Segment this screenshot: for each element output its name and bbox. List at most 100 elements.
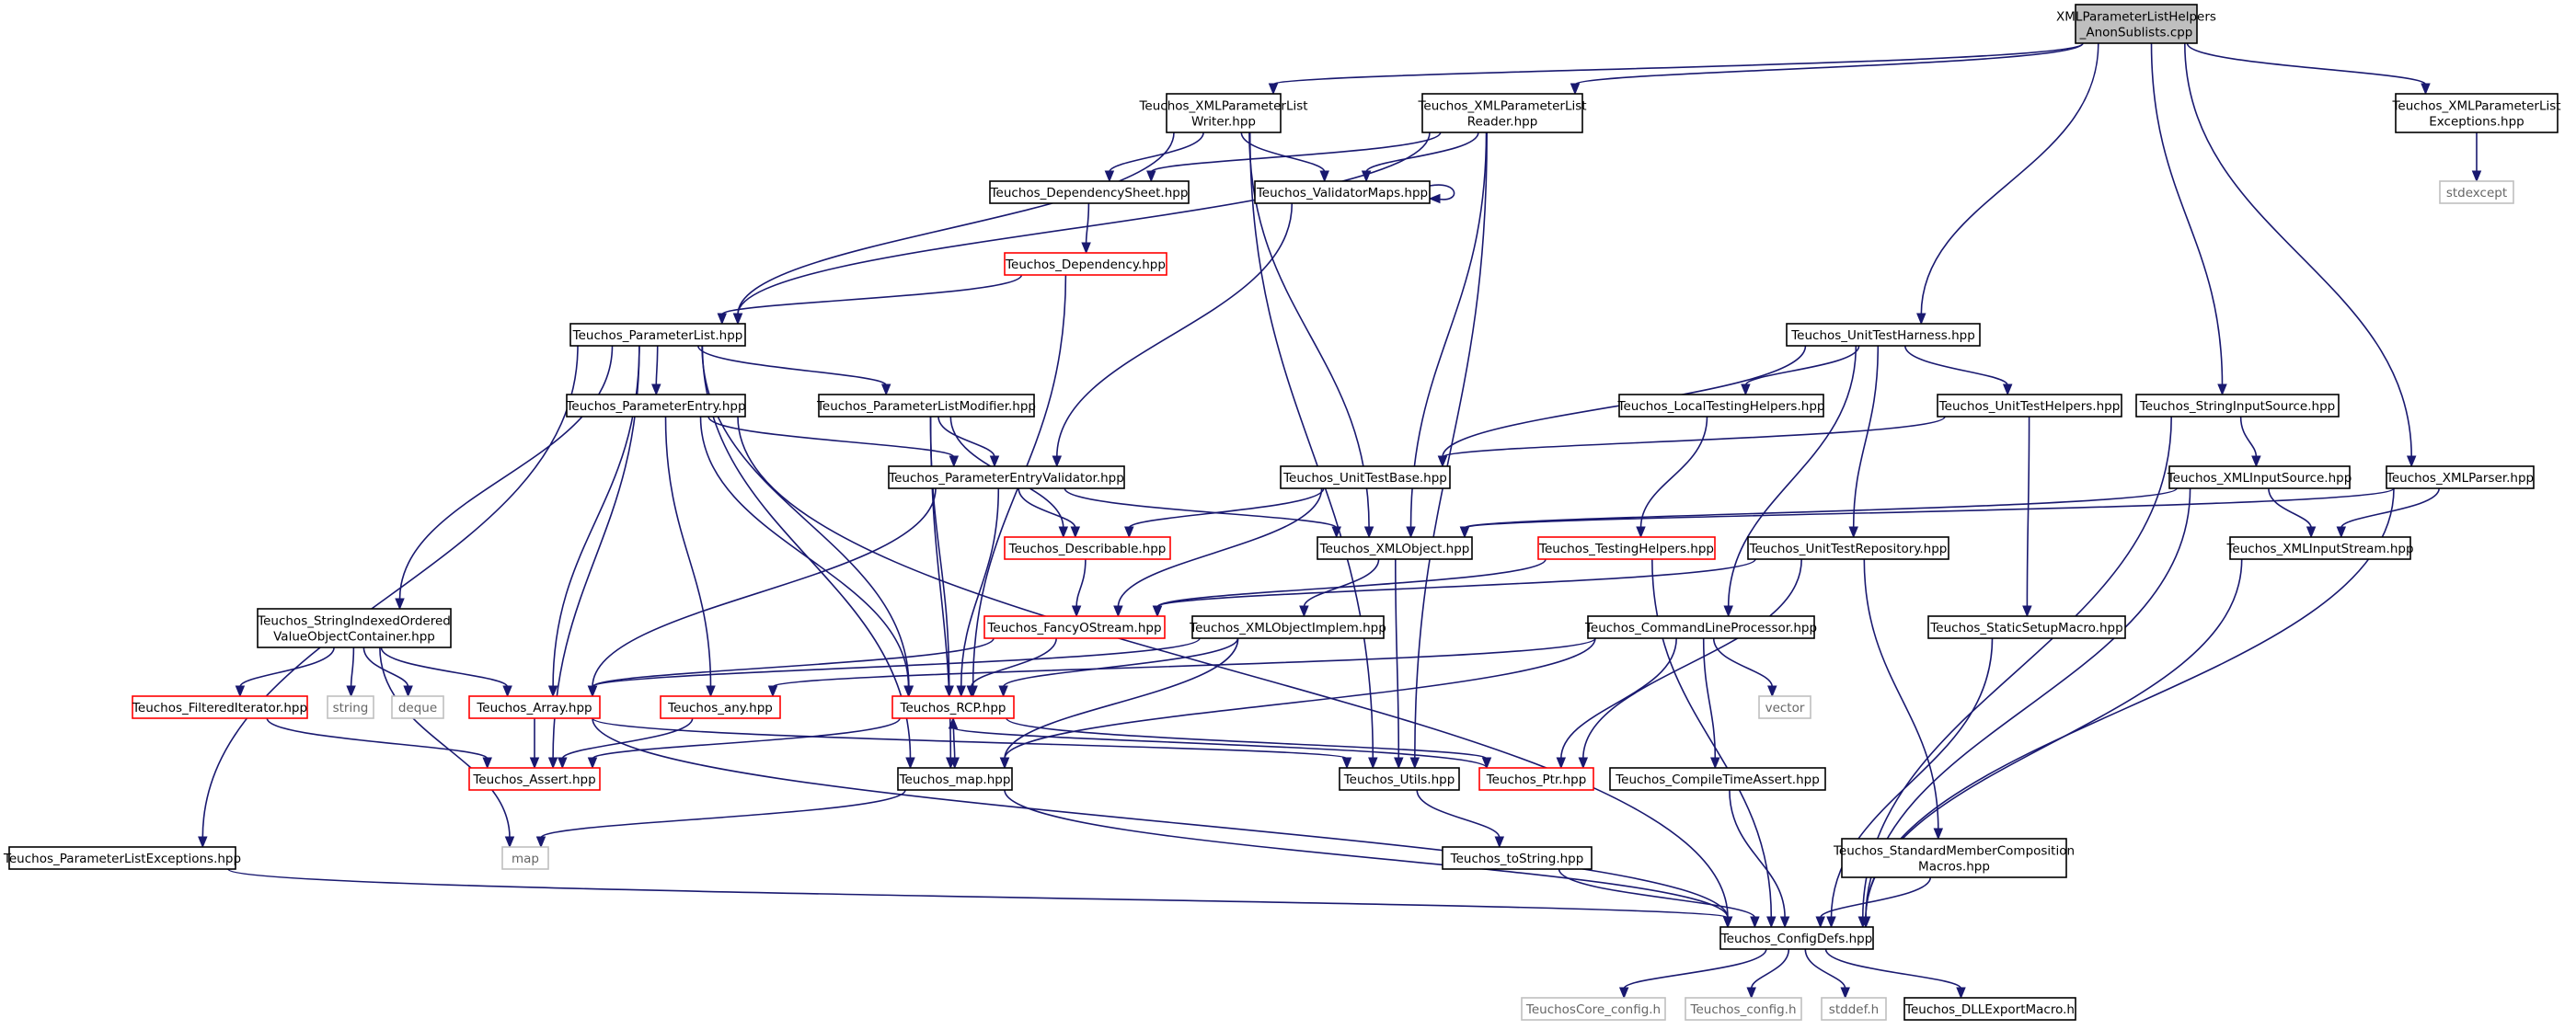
- node-map[interactable]: map: [501, 846, 549, 870]
- edge-paramentry-to-pevalidator: [707, 416, 960, 468]
- edge-line: [227, 868, 1729, 919]
- edge-line: [2239, 416, 2258, 458]
- edge-arrowhead: [1319, 170, 1329, 183]
- node-valmaps[interactable]: Teuchos_ValidatorMaps.hpp: [1254, 180, 1431, 204]
- edge-arrowhead: [1741, 383, 1751, 396]
- node-stdmembercomp[interactable]: Teuchos_StandardMemberCompositionMacros.…: [1833, 838, 2075, 878]
- node-unittestrepo[interactable]: Teuchos_UnitTestRepository.hpp: [1747, 536, 1949, 560]
- edge-line: [1156, 558, 1547, 608]
- node-any[interactable]: Teuchos_any.hpp: [660, 695, 781, 719]
- node-tmap[interactable]: Teuchos_map.hpp: [897, 767, 1013, 791]
- node-unittestbase[interactable]: Teuchos_UnitTestBase.hpp: [1280, 465, 1451, 489]
- node-paramlist[interactable]: Teuchos_ParameterList.hpp: [569, 323, 746, 347]
- node-ptr[interactable]: Teuchos_Ptr.hpp: [1478, 767, 1594, 791]
- node-assert[interactable]: Teuchos_Assert.hpp: [468, 767, 601, 791]
- edge-arrowhead: [529, 757, 540, 770]
- edge-line: [1064, 487, 1338, 529]
- node-xmlparser[interactable]: Teuchos_XMLParser.hpp: [2386, 465, 2535, 489]
- edge-unittestharness-to-unittesthelpers: [1904, 345, 2013, 396]
- edge-line: [1004, 637, 1596, 760]
- node-root[interactable]: XMLParameterListHelpers_AnonSublists.cpp: [2056, 4, 2216, 44]
- node-xmlinputsource[interactable]: Teuchos_XMLInputSource.hpp: [2167, 465, 2352, 489]
- node-box: [2229, 536, 2411, 560]
- edge-arrowhead: [1299, 605, 1309, 618]
- node-configdefs[interactable]: Teuchos_ConfigDefs.hpp: [1719, 926, 1874, 950]
- node-sivoc[interactable]: Teuchos_StringIndexedOrderedValueObjectC…: [257, 608, 452, 648]
- edge-filterediter-to-assert: [266, 717, 492, 770]
- node-describable[interactable]: Teuchos_Describable.hpp: [1004, 536, 1171, 560]
- node-corecfg[interactable]: TeuchosCore_config.h: [1521, 997, 1666, 1021]
- node-box: [1442, 846, 1593, 870]
- edge-tostring-to-configdefs: [1558, 868, 1760, 929]
- edge-arrowhead: [587, 757, 598, 770]
- edge-arrowhead: [905, 757, 915, 770]
- edge-configdefs-to-dllexport: [1824, 948, 1966, 1000]
- edge-line: [1729, 789, 1786, 919]
- node-xmlinputstream[interactable]: Teuchos_XMLInputStream.hpp: [2225, 536, 2414, 560]
- node-localtesting[interactable]: Teuchos_LocalTestingHelpers.hpp: [1617, 394, 1825, 418]
- node-stddef[interactable]: stddef.h: [1821, 997, 1887, 1021]
- node-box: [2386, 465, 2535, 489]
- edge-arrowhead: [1268, 83, 1279, 96]
- node-fancyostream[interactable]: Teuchos_FancyOStream.hpp: [983, 615, 1166, 639]
- edge-sivoc-to-array: [380, 647, 512, 698]
- node-dllexport[interactable]: Teuchos_DLLExportMacro.h: [1903, 997, 2076, 1021]
- edge-line: [350, 647, 355, 688]
- edge-arrowhead: [949, 757, 960, 770]
- node-label: Teuchos_toString.hpp: [1450, 852, 1584, 866]
- node-label: string: [333, 701, 369, 715]
- node-paramentry[interactable]: Teuchos_ParameterEntry.hpp: [565, 394, 746, 418]
- node-staticsetup[interactable]: Teuchos_StaticSetupMacro.hpp: [1927, 615, 2126, 639]
- node-stdexcept[interactable]: stdexcept: [2439, 180, 2514, 204]
- node-box: [1478, 767, 1594, 791]
- node-label: Teuchos_RCP.hpp: [900, 701, 1006, 715]
- edge-line: [592, 717, 1729, 919]
- node-filterediter[interactable]: Teuchos_FilteredIterator.hpp: [132, 695, 308, 719]
- node-unittestharness[interactable]: Teuchos_UnitTestHarness.hpp: [1786, 323, 1981, 347]
- node-rcp[interactable]: Teuchos_RCP.hpp: [891, 695, 1015, 719]
- edge-line: [362, 647, 409, 688]
- node-box: [1339, 767, 1460, 791]
- edge-line: [1429, 184, 1455, 200]
- node-dependency[interactable]: Teuchos_Dependency.hpp: [1004, 252, 1167, 276]
- edge-arrowhead: [2406, 455, 2417, 468]
- edge-any-to-assert: [558, 717, 694, 770]
- edge-rcp-to-assert: [587, 717, 901, 770]
- node-string[interactable]: string: [327, 695, 374, 719]
- edge-cmdlineproc-to-any: [767, 637, 1596, 698]
- node-testinghelpers[interactable]: Teuchos_TestingHelpers.hpp: [1537, 536, 1716, 560]
- node-stringinputsource[interactable]: Teuchos_StringInputSource.hpp: [2135, 394, 2340, 418]
- edge-compiletimeassert-to-configdefs: [1729, 789, 1790, 929]
- edge-line: [540, 789, 906, 839]
- edge-xmlinputsource-to-xmlobject: [1459, 487, 2178, 539]
- node-utils[interactable]: Teuchos_Utils.hpp: [1339, 767, 1460, 791]
- node-vector[interactable]: vector: [1758, 695, 1811, 719]
- node-plmodifier[interactable]: Teuchos_ParameterListModifier.hpp: [816, 394, 1036, 418]
- node-array[interactable]: Teuchos_Array.hpp: [468, 695, 601, 719]
- node-box: [501, 846, 549, 870]
- node-depsheet[interactable]: Teuchos_DependencySheet.hpp: [989, 180, 1190, 204]
- node-cmdlineproc[interactable]: Teuchos_CommandLineProcessor.hpp: [1584, 615, 1817, 639]
- edge-localtesting-to-testinghelpers: [1636, 416, 1708, 539]
- edge-arrowhead: [482, 757, 492, 770]
- node-pevalidator[interactable]: Teuchos_ParameterEntryValidator.hpp: [888, 465, 1125, 489]
- node-box: [1786, 323, 1981, 347]
- node-deque[interactable]: deque: [391, 695, 444, 719]
- node-box: [468, 695, 601, 719]
- node-xmlobjectimpl[interactable]: Teuchos_XMLObjectImplem.hpp: [1189, 615, 1386, 639]
- node-compiletimeassert[interactable]: Teuchos_CompileTimeAssert.hpp: [1609, 767, 1826, 791]
- node-plexceptions[interactable]: Teuchos_ParameterListExceptions.hpp: [3, 846, 241, 870]
- edge-describable-to-fancyostream: [1071, 558, 1087, 618]
- node-xmlobject[interactable]: Teuchos_XMLObject.hpp: [1317, 536, 1473, 560]
- node-unittesthelpers[interactable]: Teuchos_UnitTestHelpers.hpp: [1937, 394, 2122, 418]
- edge-line: [1623, 948, 1767, 990]
- edge-dependency-to-paramlist: [717, 274, 1023, 326]
- edge-arrowhead: [1428, 193, 1441, 204]
- edge-valmaps-to-pevalidator: [1052, 202, 1294, 468]
- node-box: [2395, 93, 2559, 133]
- node-teuchoscfg[interactable]: Teuchos_config.h: [1685, 997, 1802, 1021]
- node-tostring[interactable]: Teuchos_toString.hpp: [1442, 846, 1593, 870]
